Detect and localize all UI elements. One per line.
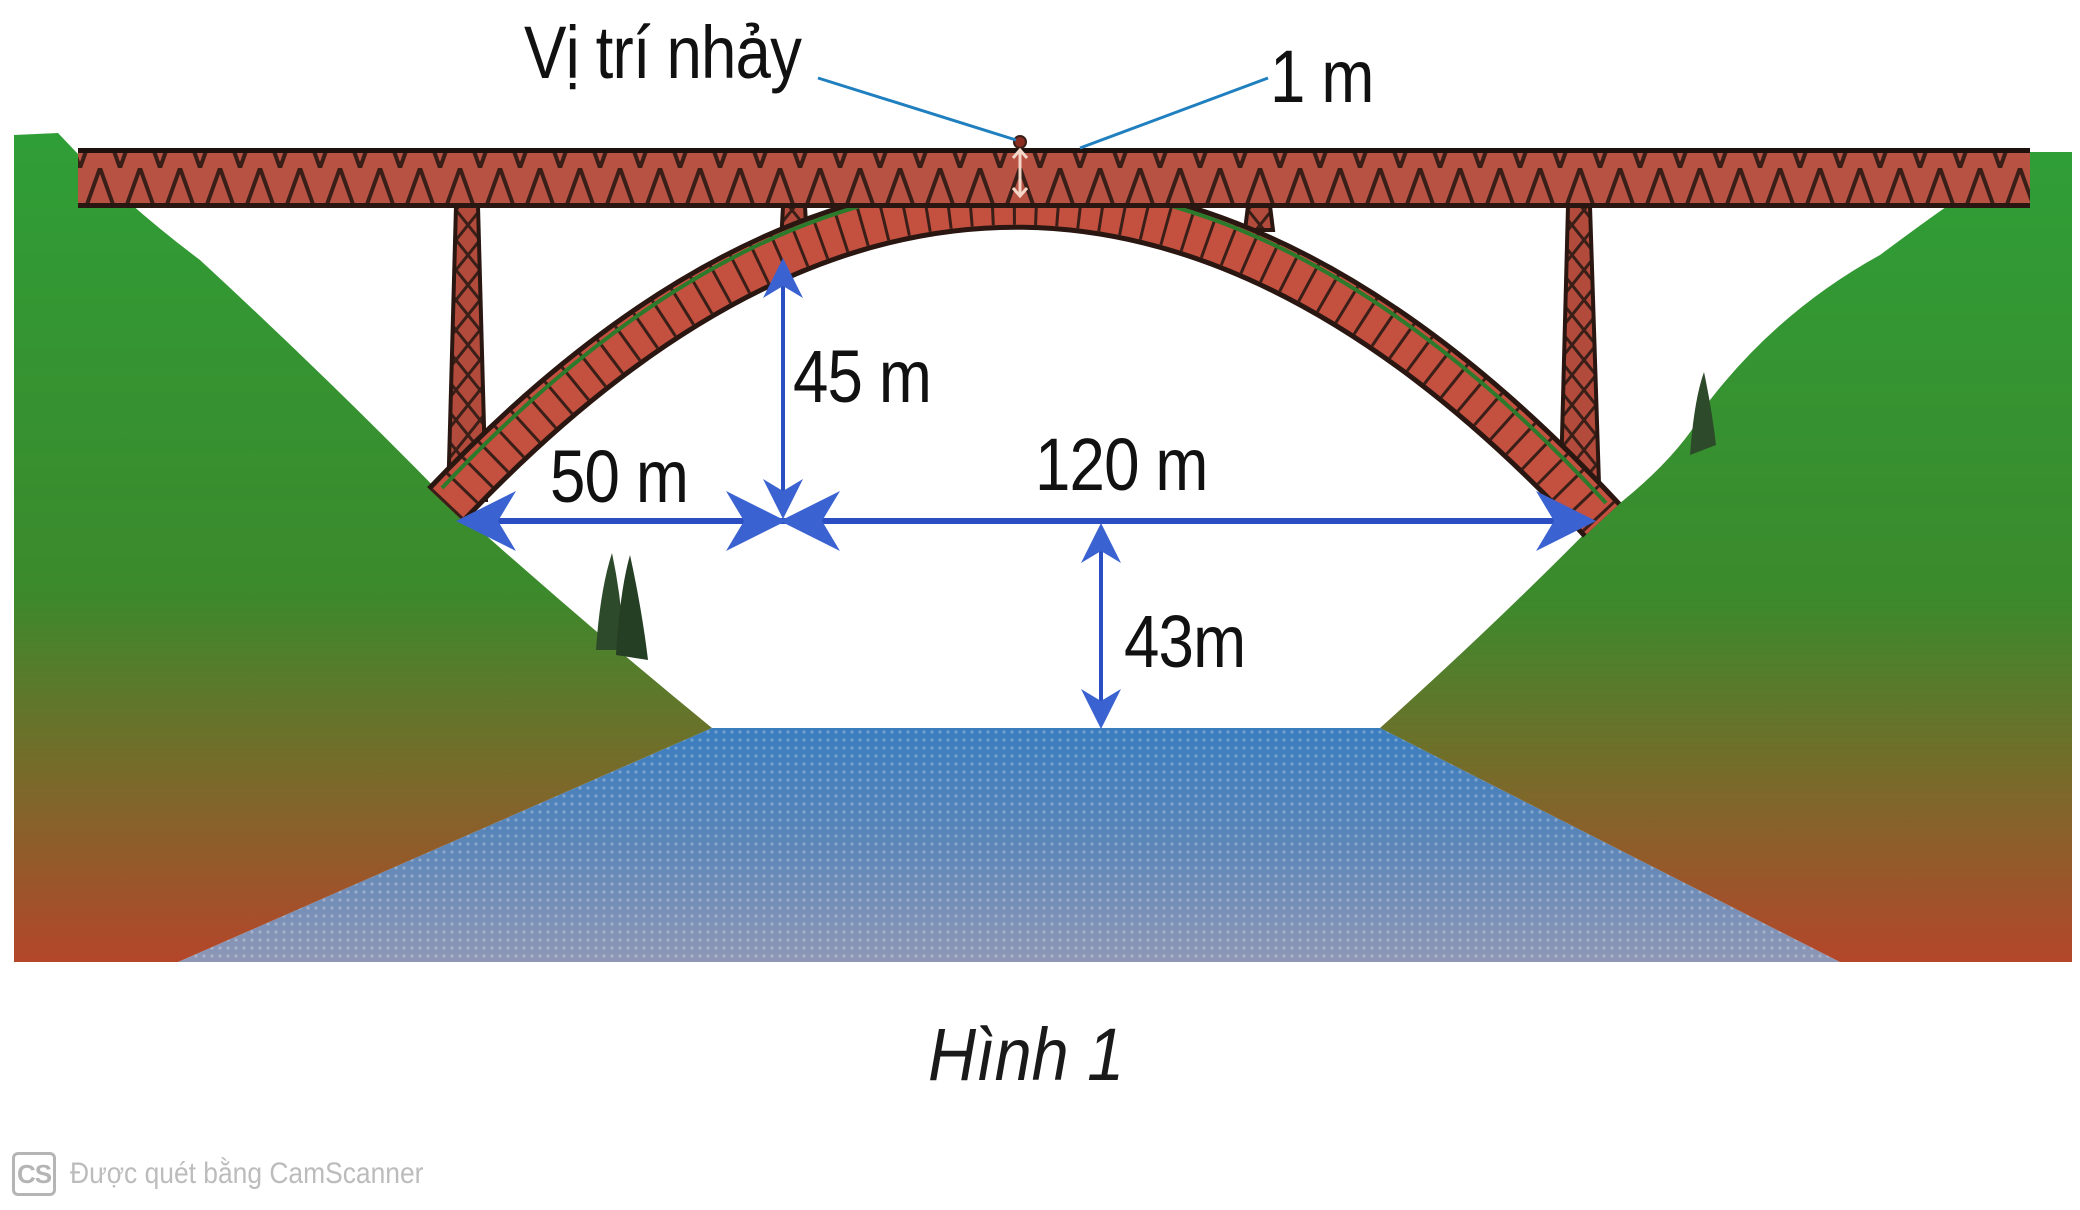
arch-height-label: 45 m xyxy=(793,335,932,418)
right-hill xyxy=(1380,152,2072,962)
camscanner-logo-icon: CS xyxy=(12,1152,56,1196)
jumper-height-label: 1 m xyxy=(1270,35,1374,118)
bridge-deck xyxy=(78,148,2030,208)
leader-lines xyxy=(817,76,1269,150)
tree-icon xyxy=(596,372,1716,660)
jump-position-label: Vị trí nhảy xyxy=(524,11,802,94)
dimension-lines xyxy=(456,258,1596,729)
jumper-icon xyxy=(1011,135,1029,199)
watermark-text: Được quét bằng CamScanner xyxy=(70,1157,424,1190)
left-hill xyxy=(14,133,712,962)
camscanner-watermark: CS Được quét bằng CamScanner xyxy=(12,1152,472,1196)
figure-caption: Hình 1 xyxy=(928,1013,1125,1096)
clearance-label: 43m xyxy=(1124,600,1246,683)
left-offset-label: 50 m xyxy=(550,435,689,518)
river-water xyxy=(178,728,1840,962)
span-label: 120 m xyxy=(1035,423,1208,506)
